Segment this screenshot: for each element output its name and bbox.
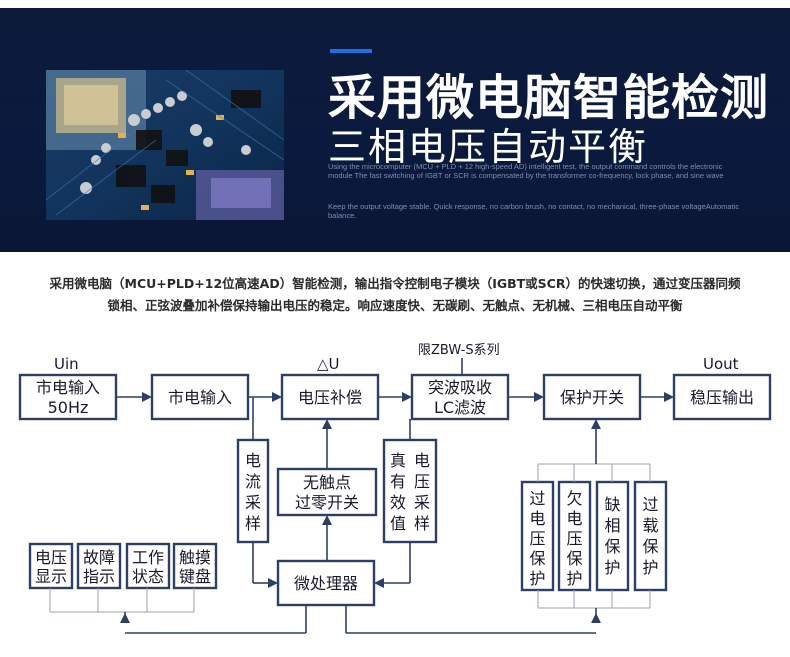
block-diagram: Uin △U 限ZBW-S系列 Uout 市电输入 50Hz 市电输入 电压补偿…	[18, 343, 772, 634]
box-surge-lc-filter: 突波吸收 LC滤波	[410, 373, 510, 421]
box-microprocessor: 微处理器	[276, 559, 376, 607]
box-mains-input-label: 市电输入	[168, 388, 232, 407]
protection-box-char: 保	[529, 549, 545, 568]
mcu-bottom-bus	[125, 605, 596, 634]
label-uout: Uout	[703, 355, 739, 373]
description-line-2: 锁相、正弦波叠加补偿保持输出电压的稳定。响应速度快、无碳刷、无触点、无机械、三相…	[107, 298, 683, 313]
protection-box-char: 电	[566, 509, 582, 528]
protection-bus-lines	[537, 419, 651, 623]
description-line-1: 采用微电脑（MCU+PLD+12位高速AD）智能检测，输出指令控制电子模块（IG…	[49, 276, 741, 291]
circuit-board-photo	[46, 70, 284, 220]
protection-box-char: 载	[642, 516, 658, 535]
box-zero-crossing-switch-line1: 无触点	[303, 473, 351, 492]
rms-col1-char: 效	[390, 493, 406, 512]
panel-box-label: 状态	[132, 567, 164, 586]
box-zero-crossing-switch-line2: 过零开关	[295, 493, 359, 512]
protection-box-char: 压	[529, 529, 545, 548]
panel-box-label: 显示	[35, 567, 67, 586]
protection-box-char: 过	[529, 489, 545, 508]
rms-col2-char: 电	[414, 451, 430, 470]
box-voltage-compensation-label: 电压补偿	[298, 388, 362, 407]
box-microprocessor-label: 微处理器	[294, 574, 358, 593]
rms-col1-char: 有	[390, 472, 406, 491]
protection-box-char: 缺	[604, 495, 620, 514]
protection-box-char: 电	[529, 509, 545, 528]
protection-box-char: 保	[566, 549, 582, 568]
box-protection-switch-label: 保护开关	[560, 388, 624, 407]
protection-box-char: 相	[604, 516, 620, 535]
title-accent-bar	[330, 49, 372, 53]
current-sampling-char: 采	[245, 493, 261, 512]
current-sampling-char: 流	[245, 472, 261, 491]
box-mains-50hz-line1: 市电输入	[36, 378, 100, 397]
box-voltage-compensation: 电压补偿	[280, 373, 380, 421]
box-surge-lc-filter-line2: LC滤波	[434, 398, 486, 417]
panel-box-label: 触摸	[179, 548, 211, 567]
rms-col2-char: 样	[414, 514, 430, 533]
protection-box-char: 护	[642, 558, 658, 577]
panel-box-label: 故障	[83, 548, 115, 567]
protection-box-char: 保	[604, 537, 620, 556]
panel-box-label: 指示	[83, 567, 115, 586]
label-series: 限ZBW-S系列	[418, 343, 500, 358]
protection-box-char: 护	[566, 569, 582, 588]
banner-title: 采用微电脑智能检测	[328, 70, 770, 126]
current-sampling-char: 电	[245, 451, 261, 470]
box-zero-crossing-switch: 无触点 过零开关	[276, 467, 378, 517]
label-uin: Uin	[54, 355, 79, 373]
protection-box-char: 压	[566, 529, 582, 548]
box-mains-50hz: 市电输入 50Hz	[18, 373, 118, 421]
rms-col2-char: 压	[414, 472, 430, 491]
banner-english-text-2: Keep the output voltage stable. Quick re…	[328, 202, 740, 220]
box-mains-input: 市电输入	[150, 373, 250, 421]
box-mains-50hz-line2: 50Hz	[48, 398, 89, 417]
protection-box-char: 欠	[566, 489, 582, 508]
main-flow-arrows	[116, 392, 674, 402]
rms-col1-char: 值	[390, 514, 406, 533]
panel-box-label: 电压	[35, 548, 67, 567]
rms-col1-char: 真	[390, 451, 406, 470]
label-delta-u: △U	[317, 355, 340, 373]
box-surge-lc-filter-line1: 突波吸收	[428, 378, 492, 397]
panel-bus-lines	[49, 588, 195, 623]
banner-subtitle: 三相电压自动平衡	[328, 125, 649, 169]
box-protection-switch: 保护开关	[542, 373, 642, 421]
panel-box-label: 工作	[132, 548, 164, 567]
panel-box-label: 键盘	[179, 567, 211, 586]
banner-english-text-1: Using the microcomputer (MCU + PLD + 12 …	[328, 162, 724, 180]
box-regulated-output: 稳压输出	[672, 373, 772, 421]
header-banner: 采用微电脑智能检测 三相电压自动平衡 Using the microcomput…	[0, 8, 790, 252]
rms-col2-char: 采	[414, 493, 430, 512]
protection-box-char: 过	[642, 495, 658, 514]
box-regulated-output-label: 稳压输出	[690, 388, 754, 407]
protection-box-char: 保	[642, 537, 658, 556]
protection-box-char: 护	[529, 569, 545, 588]
protection-box-char: 护	[604, 558, 620, 577]
current-sampling-char: 样	[245, 514, 261, 533]
